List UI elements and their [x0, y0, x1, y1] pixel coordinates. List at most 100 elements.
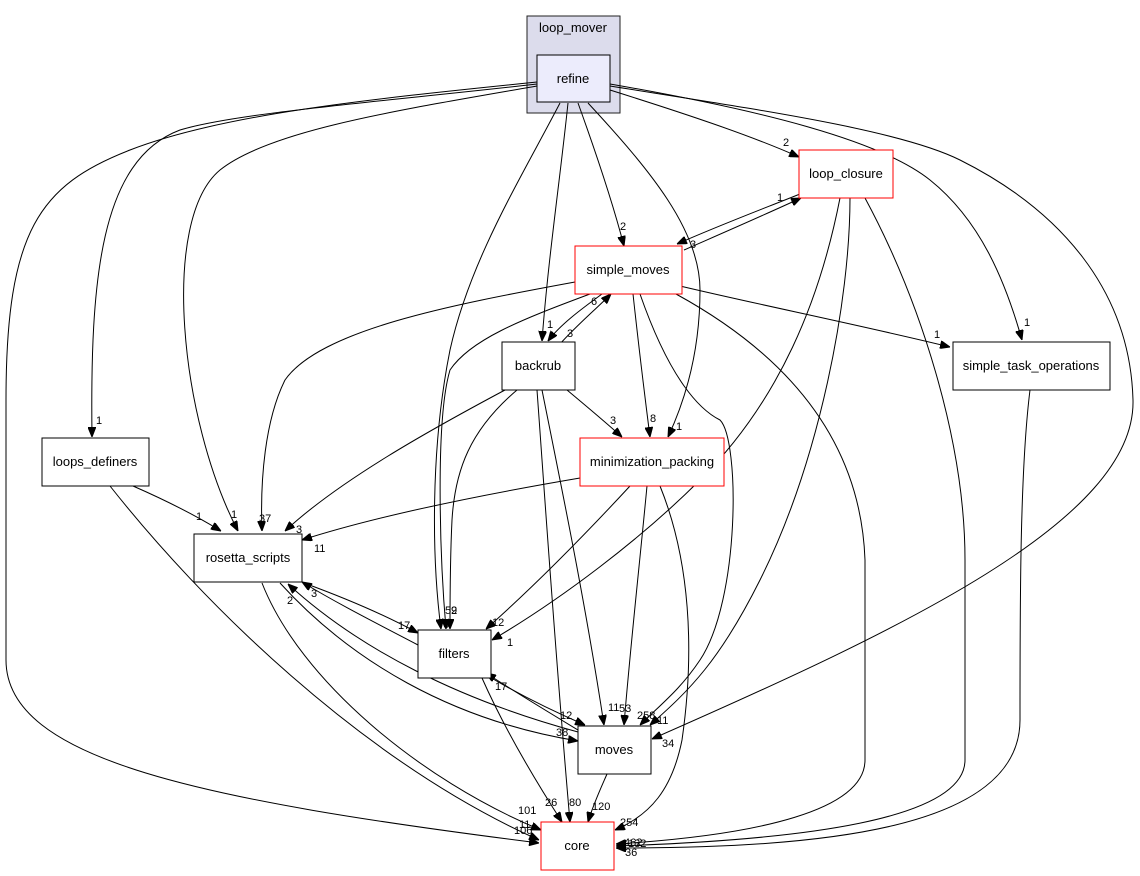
edge-refine-simple-task-operations — [609, 83, 1022, 340]
edge-rosetta-scripts-moves — [279, 582, 578, 741]
edge-label-backrub-rosetta-scripts: 3 — [296, 524, 302, 536]
edge-label-moves-core: 120 — [592, 801, 610, 813]
edge-label-refine-loop-closure: 2 — [783, 137, 789, 149]
nodes: refine loop_closure simple_moves backrub… — [41, 54, 1111, 871]
edge-label-filters-core: 26 — [545, 797, 557, 809]
edge-refine-backrub — [542, 102, 569, 341]
node-label: filters — [438, 646, 470, 661]
edge-backrub-core — [536, 389, 570, 822]
edge-label-backrub-minimization-packing: 3 — [610, 415, 616, 427]
node-label: minimization_packing — [590, 454, 714, 469]
edge-label-refine-simple-task-operations: 1 — [1024, 317, 1030, 329]
edge-label-loop-closure-core: 132 — [628, 838, 646, 850]
edge-label-minimization-packing-moves: 53 — [619, 703, 631, 715]
edge-label-loop-closure-simple-moves: 3 — [690, 239, 696, 251]
node-box — [798, 149, 894, 199]
node-loops-definers[interactable]: loops_definers — [41, 437, 150, 487]
edge-label-minimization-packing-rosetta-scripts: 11 — [314, 543, 325, 555]
edge-label-loops-definers-core: 11 — [519, 819, 530, 831]
edge-label-refine-simple-moves: 2 — [620, 221, 626, 233]
edge-minimization-packing-moves — [624, 485, 648, 725]
node-backrub[interactable]: backrub — [501, 341, 576, 391]
edge-minimization-packing-core — [615, 485, 690, 830]
edge-refine-minimization-packing — [587, 102, 701, 437]
node-label: loop_closure — [809, 166, 883, 181]
edge-loop-closure-core — [616, 197, 966, 846]
node-box — [501, 341, 576, 391]
edge-label-simple-moves-moves: 258 — [637, 710, 655, 722]
node-label: refine — [557, 71, 590, 86]
edge-label-refine-core: 106 — [514, 825, 532, 837]
edge-loops-definers-rosetta-scripts — [132, 485, 221, 531]
node-refine[interactable]: refine — [536, 54, 611, 103]
edge-refine-moves — [609, 85, 1134, 739]
node-core[interactable]: core — [540, 821, 615, 871]
node-label: core — [564, 838, 589, 853]
edge-refine-loops-definers — [92, 83, 538, 437]
edge-backrub-moves — [541, 389, 604, 725]
edge-label-moves-rosetta-scripts: 2 — [287, 595, 293, 607]
edge-filters-core — [481, 677, 562, 822]
edge-label-simple-moves-loop-closure: 1 — [777, 192, 783, 204]
node-box — [952, 341, 1111, 391]
edge-simple-moves-rosetta-scripts — [262, 281, 576, 531]
edge-label-filters-moves: 12 — [560, 710, 572, 722]
edge-label-minimization-packing-filters: 12 — [492, 617, 504, 629]
edge-label-simple-moves-backrub: 3 — [567, 328, 573, 340]
node-box — [193, 533, 303, 583]
edge-loop-closure-simple-moves — [677, 193, 801, 244]
edge-loop-closure-moves — [650, 197, 851, 725]
edge-label-refine-backrub: 1 — [547, 319, 553, 331]
edge-label-loop-closure-filters: 1 — [507, 637, 513, 649]
edge-refine-rosetta-scripts — [183, 85, 538, 531]
edge-simple-task-operations-core — [616, 389, 1031, 848]
node-box — [41, 437, 150, 487]
cluster-label: loop_mover — [539, 20, 608, 35]
node-minimization-packing[interactable]: minimization_packing — [579, 437, 725, 487]
node-box — [574, 245, 683, 295]
edge-simple-moves-filters — [439, 293, 591, 629]
edge-labels: 2 2 1 1 1 1 1 3 1 3 6 1 8 37 3 3 1 11 12… — [96, 137, 1030, 859]
edge-simple-moves-core — [616, 293, 866, 844]
node-simple-moves[interactable]: simple_moves — [574, 245, 683, 295]
edge-label-refine-minimization-packing: 1 — [676, 421, 682, 433]
node-rosetta-scripts[interactable]: rosetta_scripts — [193, 533, 303, 583]
node-moves[interactable]: moves — [577, 725, 652, 775]
node-box — [579, 437, 725, 487]
edge-label-refine-loops-definers: 1 — [96, 415, 102, 427]
edge-minimization-packing-rosetta-scripts — [302, 477, 581, 540]
edge-backrub-simple-moves — [559, 294, 611, 345]
edge-filters-moves — [487, 675, 585, 725]
node-filters[interactable]: filters — [417, 629, 492, 679]
node-label: backrub — [515, 358, 561, 373]
edge-rosetta-scripts-core — [261, 582, 541, 830]
node-loop-closure[interactable]: loop_closure — [798, 149, 894, 199]
node-simple-task-operations[interactable]: simple_task_operations — [952, 341, 1111, 391]
edge-label-simple-moves-minimization-packing: 8 — [650, 413, 656, 425]
edge-minimization-packing-filters — [486, 485, 631, 629]
edge-backrub-rosetta-scripts — [285, 389, 506, 531]
edge-label-loops-definers-rosetta-scripts: 1 — [196, 511, 202, 523]
edge-refine-filters — [433, 102, 561, 629]
edge-label-minimization-packing-core: 254 — [620, 817, 638, 829]
edge-label-loop-closure-moves: 11 — [657, 715, 668, 727]
edge-label-moves-filters: 17 — [495, 681, 507, 693]
edge-backrub-minimization-packing — [566, 389, 622, 437]
edge-simple-moves-backrub — [548, 293, 603, 341]
edge-label-simple-task-operations-core: 36 — [625, 847, 637, 859]
edge-simple-moves-loop-closure — [683, 198, 801, 251]
edge-label-rosetta-scripts-moves: 38 — [556, 727, 568, 739]
edge-label-simple-moves-core: 462 — [624, 837, 642, 849]
edge-label-backrub-filters: 9 — [451, 605, 457, 617]
node-box — [540, 821, 615, 871]
edge-label-backrub-core: 80 — [569, 797, 581, 809]
edge-label-rosetta-scripts-core: 101 — [518, 805, 536, 817]
node-label: simple_moves — [586, 262, 670, 277]
edge-simple-moves-moves — [640, 293, 734, 725]
edges — [5, 81, 1134, 848]
edge-label-refine-rosetta-scripts: 1 — [231, 509, 237, 521]
edge-label-simple-moves-rosetta-scripts: 37 — [259, 513, 271, 525]
edge-backrub-filters — [450, 389, 518, 629]
edge-filters-rosetta-scripts — [302, 582, 419, 646]
